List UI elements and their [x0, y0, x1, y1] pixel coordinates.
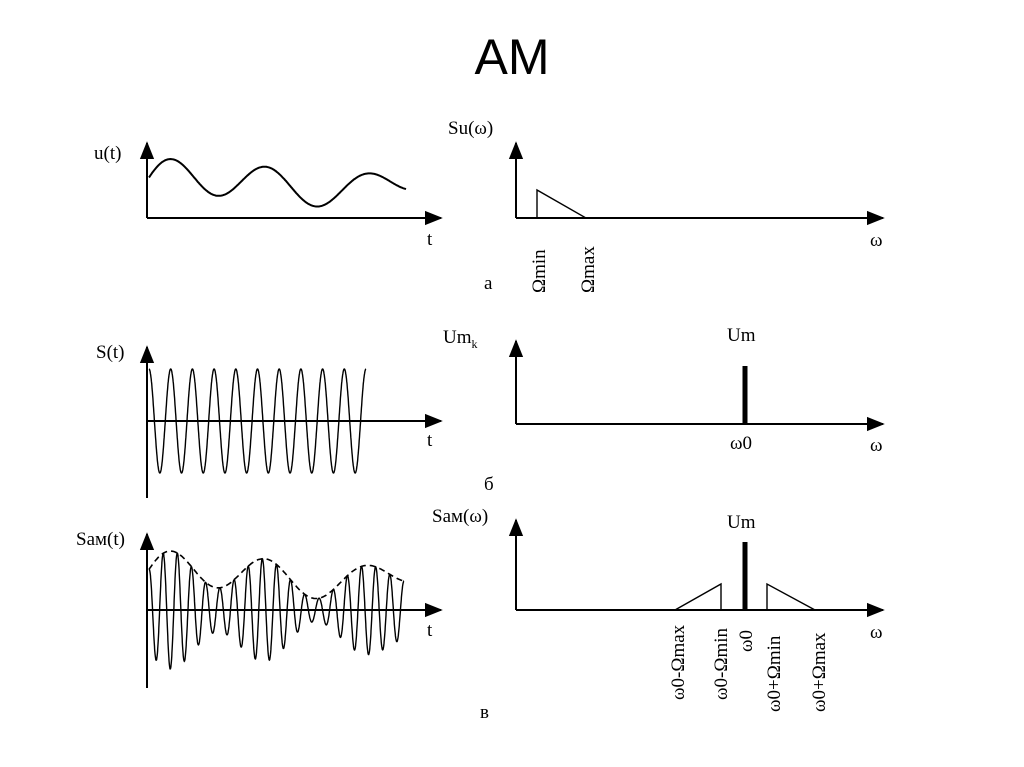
su-ylabel: Su(ω)	[448, 118, 493, 139]
panel-c-letter: в	[480, 702, 489, 723]
message-signal-curve	[148, 157, 407, 208]
panel-b-time: S(t) t	[96, 342, 443, 498]
panel-a-time: u(t) t	[94, 141, 443, 250]
upper-sideband-triangle	[766, 582, 816, 611]
slide-title: АМ	[474, 29, 550, 85]
baseband-spectrum-triangle	[536, 188, 589, 219]
panel-b-letter: б	[484, 474, 494, 495]
tick-w0-plus-omax: ω0+Ωmax	[809, 632, 830, 712]
carrier-line-label: Um	[727, 325, 756, 346]
tick-w0-minus-omin: ω0-Ωmin	[711, 627, 732, 700]
tick-omega-min: Ωmin	[529, 249, 550, 293]
lower-sideband-triangle	[672, 582, 722, 611]
tick-w0-minus-omax: ω0-Ωmax	[668, 624, 689, 700]
tick-omega0: ω0	[730, 433, 752, 454]
sam-xlabel: t	[427, 620, 433, 641]
tick-w0-plus-omin: ω0+Ωmin	[764, 635, 785, 712]
u-ylabel: u(t)	[94, 143, 121, 164]
carrier-signal-curve	[148, 368, 367, 474]
u-xlabel: t	[427, 229, 433, 250]
panel-b-spectrum: Umk Um ω0 ω б	[443, 325, 885, 495]
umk-ylabel: Umk	[443, 327, 478, 351]
panel-c-time: Sам(t) t	[76, 529, 443, 688]
am-envelope-curve	[148, 550, 405, 600]
su-xlabel: ω	[870, 230, 883, 251]
panel-a-spectrum: Su(ω) ω Ωmin Ωmax а	[448, 118, 885, 294]
sam-ylabel: Sам(t)	[76, 529, 125, 550]
panel-a-letter: а	[484, 273, 493, 294]
umk-xlabel: ω	[870, 435, 883, 456]
tick-omega-max: Ωmax	[578, 246, 599, 293]
s-ylabel: S(t)	[96, 342, 125, 363]
s-xlabel: t	[427, 430, 433, 451]
tick-w0: ω0	[736, 630, 757, 652]
panel-c-spectrum: Sам(ω) Um ω ω0-Ωmax ω0-Ωmin ω0 ω0+Ωmin ω…	[432, 506, 885, 723]
samw-ylabel: Sам(ω)	[432, 506, 488, 527]
am-carrier-line-label: Um	[727, 512, 756, 533]
samw-xlabel: ω	[870, 622, 883, 643]
